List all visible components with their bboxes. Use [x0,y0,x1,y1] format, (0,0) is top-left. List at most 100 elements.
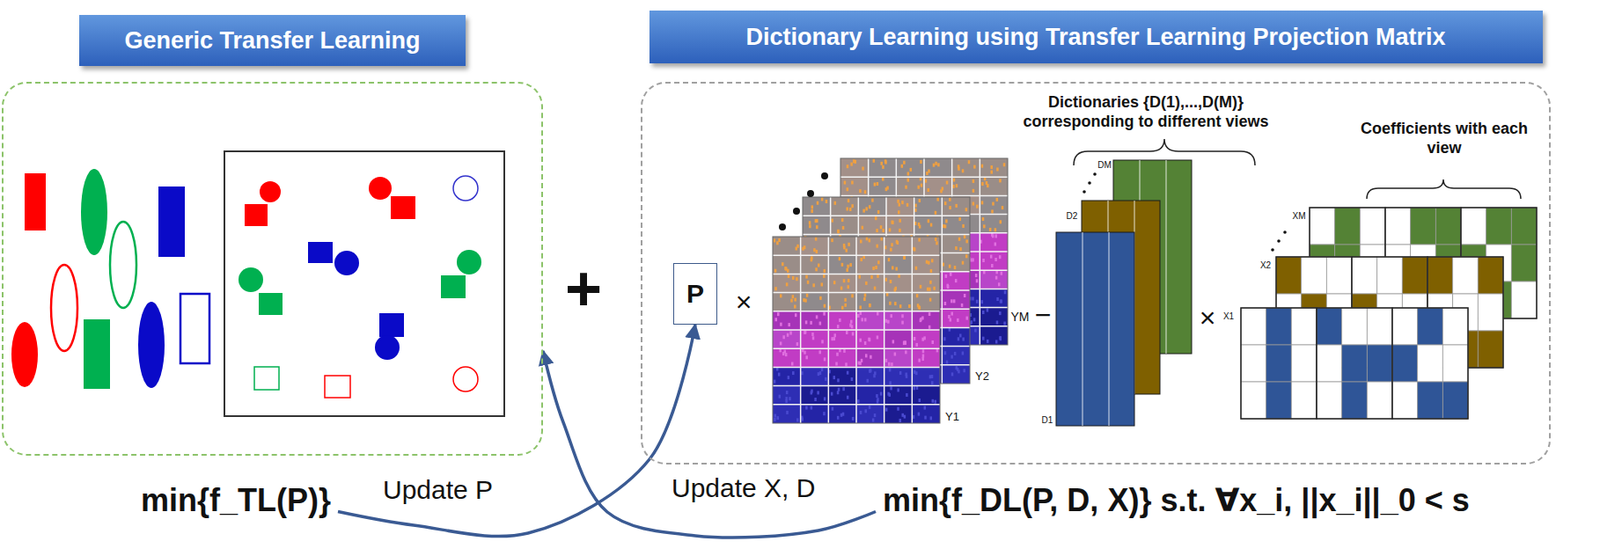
spectral-image [840,158,1008,345]
image-speck [924,179,928,184]
image-cell [914,197,943,216]
image-speck [814,397,817,402]
image-cell [911,330,940,349]
atom-line [1081,232,1084,426]
image-cell [772,348,801,367]
objective-text: min{f_DL(P, D, X)} s.t. ∀x_i, ||x_i||_0 … [882,482,1470,520]
image-speck [959,247,962,251]
image-speck [990,165,993,169]
image-speck [776,416,779,420]
image-speck [982,217,985,221]
image-speck [986,308,990,313]
image-speck [792,371,795,375]
image-cell [914,215,943,235]
image-speck [932,163,936,168]
image-speck [942,224,946,228]
image-speck [971,257,975,262]
image-speck [948,328,952,332]
image-speck [785,267,788,272]
image-speck [843,243,846,248]
image-speck [811,205,815,209]
image-speck [904,185,908,190]
image-speck [901,164,904,169]
grid-line [772,292,940,294]
image-speck [781,262,785,266]
image-speck [902,256,906,260]
edge-label-patch: Update P [380,475,496,506]
image-cell [828,293,857,312]
image-cell [800,255,830,274]
image-speck [872,418,875,423]
image-speck [833,375,837,380]
image-speck [914,204,918,208]
image-speck [838,256,842,261]
image-speck [885,408,889,412]
image-speck [873,413,877,418]
image-speck [906,203,910,207]
image-speck [846,285,850,289]
image-speck [998,178,1002,183]
image-speck [961,261,965,265]
image-speck [877,260,881,265]
image-cell [979,158,1008,177]
section-panel: Dictionary Learning using Transfer Learn… [640,81,1551,465]
image-speck [800,371,804,375]
source-shape [80,168,108,256]
image-speck [954,352,957,356]
image-speck [901,321,904,325]
section-heading: Dictionary Learning using Transfer Learn… [745,22,1446,52]
image-speck [858,305,862,309]
image-cell [828,311,857,331]
image-cell [856,255,885,274]
image-cell [828,404,857,424]
image-speck [791,362,794,367]
image-cell [895,176,925,196]
image-speck [1001,205,1005,210]
image-speck [836,390,840,395]
image-speck [785,352,788,357]
image-speck [846,164,850,169]
image-speck [858,338,862,343]
image-speck [849,207,852,212]
image-cell [941,290,970,309]
image-speck [847,198,851,203]
heading-banner: Generic Transfer Learning [79,14,466,67]
image-speck [807,280,810,285]
coefficient-cell [1240,381,1267,419]
image-speck [929,374,933,379]
image-speck [857,399,860,404]
image-speck [999,300,1003,304]
coefficient-cell [1316,344,1343,382]
dictionary-matrix [1056,232,1135,426]
coefficient-cell [1392,308,1418,345]
coefficient-cell [1377,256,1403,294]
coefficient-cell [1366,308,1393,345]
image-speck [830,392,834,397]
coefficient-cell [1477,256,1504,294]
image-speck [869,355,873,360]
image-cell [884,236,913,256]
image-cell [979,288,1008,308]
annotation: Dictionaries {D(1),...,D(M)} correspondi… [991,93,1300,132]
image-speck [805,355,808,360]
image-cell [911,366,940,386]
image-speck [821,197,824,201]
image-speck [803,351,807,355]
image-cell [856,273,885,293]
image-speck [805,320,808,324]
coefficient-matrix [1240,308,1468,419]
image-speck [931,340,934,345]
image-speck [803,245,807,250]
image-speck [972,179,976,184]
image-speck [849,263,852,267]
image-speck [850,162,853,167]
image-speck [912,247,916,251]
image-speck [844,303,847,308]
image-speck [880,161,883,166]
target-domain-box [224,151,505,417]
image-speck [810,256,814,260]
image-speck [778,395,782,399]
image-speck [852,159,856,163]
objective-formula: min{f_DL(P, D, X)} s.t. ∀x_i, ||x_i||_0 … [875,478,1477,523]
image-speck [859,411,863,415]
